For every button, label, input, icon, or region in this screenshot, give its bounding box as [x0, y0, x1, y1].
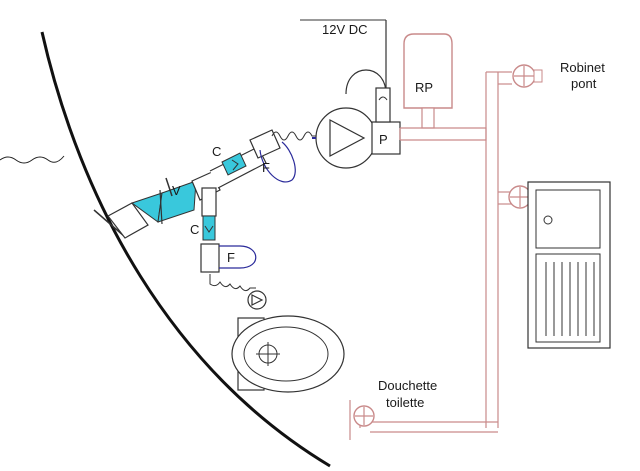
filter-upper: F — [249, 129, 296, 183]
toilet-pump — [247, 290, 267, 310]
check-label-lower: C — [190, 222, 199, 237]
hull-outline — [40, 31, 331, 468]
sink-tap-valve — [508, 185, 532, 209]
deck-tap-label-line1: Robinet — [560, 60, 605, 75]
shower-label-line2: toilette — [386, 395, 424, 410]
pressure-switch: 12V DC — [300, 19, 391, 123]
valve-label: V — [172, 183, 181, 198]
filter-label-upper: F — [262, 160, 270, 175]
pressure-pipes — [349, 71, 512, 440]
pump-label: P — [379, 132, 388, 147]
check-valve-upper: C — [212, 144, 247, 176]
filter-label-lower: F — [227, 250, 235, 265]
deck-tap-label-line2: pont — [571, 76, 597, 91]
filter-lower: F — [200, 243, 257, 273]
waterline — [0, 155, 65, 164]
reservoir-label: RP — [415, 80, 433, 95]
pressure-reservoir: RP — [403, 33, 453, 129]
shower-label-line1: Douchette — [378, 378, 437, 393]
through-hull-fitting — [93, 202, 149, 239]
hose-coil-lower — [209, 274, 256, 292]
power-label: 12V DC — [322, 22, 368, 37]
check-valve-lower: C — [190, 215, 216, 241]
hose-coil-upper — [271, 131, 318, 141]
sink-cabinet — [527, 181, 611, 349]
lower-pipe — [201, 187, 217, 217]
shower-valve — [353, 405, 375, 427]
toilet — [231, 315, 345, 393]
seacock-valve: V — [130, 177, 197, 225]
deck-tap-valve — [512, 64, 543, 88]
main-pump: P — [312, 69, 401, 169]
check-label-upper: C — [212, 144, 221, 159]
